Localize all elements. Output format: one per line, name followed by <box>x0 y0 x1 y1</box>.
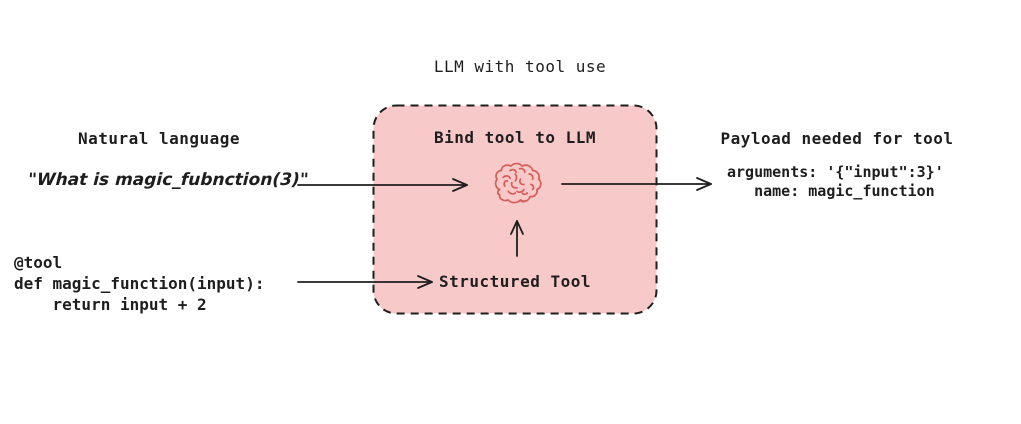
bind-tool-heading: Bind tool to LLM <box>433 128 597 147</box>
payload-heading: Payload needed for tool <box>720 129 954 148</box>
structured-tool-label: Structured Tool <box>439 272 591 291</box>
natural-language-heading: Natural language <box>77 129 241 148</box>
llm-box: Bind tool to LLM Structured Tool <box>372 104 658 315</box>
payload-text: arguments: '{"input":3}' name: magic_fun… <box>727 163 944 200</box>
tool-definition-code: @tool def magic_function(input): return … <box>14 253 265 314</box>
brain-icon <box>491 161 543 206</box>
diagram-title: LLM with tool use <box>433 57 607 76</box>
natural-language-quote: "What is magic_fubnction(3)" <box>27 170 310 190</box>
llm-box-frame <box>372 104 658 315</box>
